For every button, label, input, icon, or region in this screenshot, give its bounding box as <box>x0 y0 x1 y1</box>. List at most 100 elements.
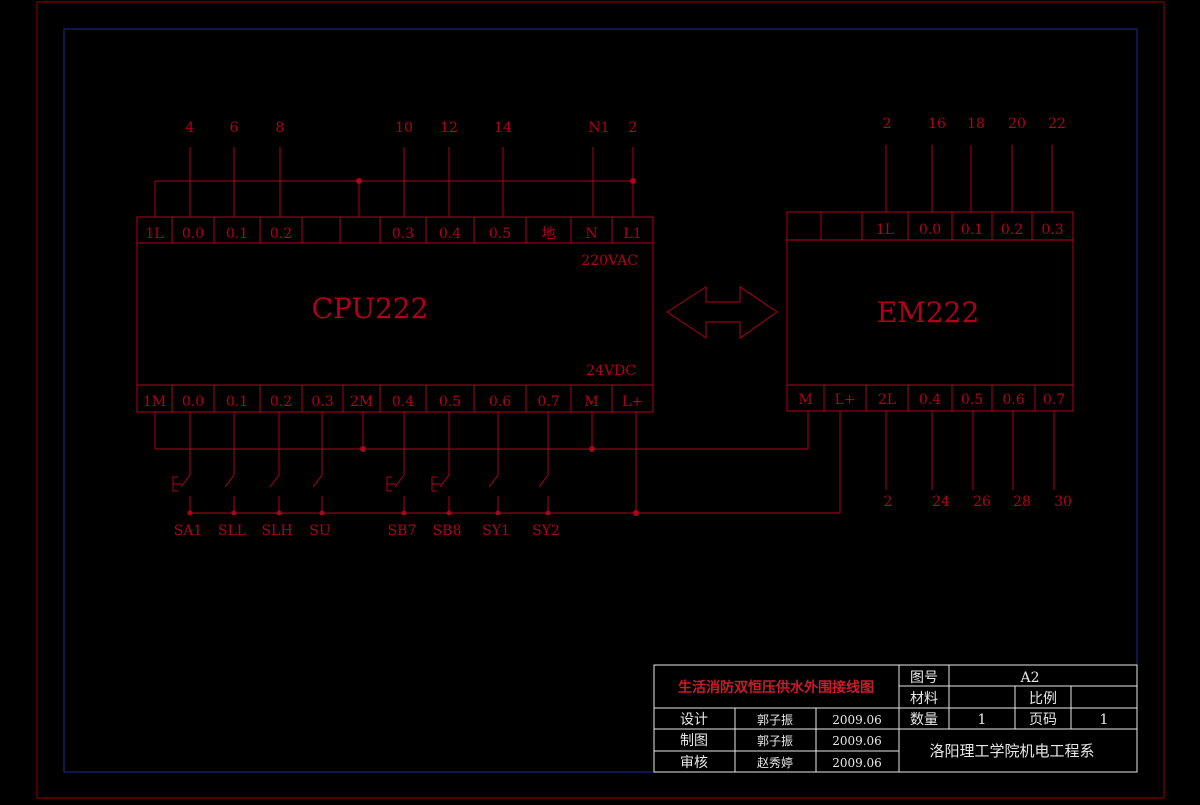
wire-number-label: 30 <box>1054 494 1072 510</box>
quantity-label: 数量 <box>910 712 938 728</box>
em-bottom-terminal-label: 0.4 <box>919 392 941 408</box>
wire-number-label: 26 <box>973 494 991 510</box>
junction-dots <box>356 178 639 516</box>
wire-number-label: 24 <box>932 494 950 510</box>
institution-name: 洛阳理工学院机电工程系 <box>929 742 1094 760</box>
cpu-bottom-terminal-label: 1M <box>143 394 166 410</box>
drawing-no: A2 <box>1019 670 1039 686</box>
cpu-top-terminal-label: 0.0 <box>182 226 204 242</box>
cpu-ac-label: 220VAC <box>581 253 638 269</box>
reviewer-name: 赵秀婷 <box>757 755 793 770</box>
cpu-top-terminal-label: 1L <box>145 226 163 242</box>
em-module-box <box>786 211 1074 412</box>
wire-number-label: 4 <box>186 120 195 136</box>
wire-number-label: 12 <box>440 120 458 136</box>
switch-label: SLH <box>261 523 292 539</box>
cpu-module-name: CPU222 <box>312 292 429 325</box>
em-wires <box>885 145 1055 490</box>
em-bottom-terminal-label: 0.5 <box>961 392 983 408</box>
cpu-top-terminal-label: 0.2 <box>270 226 292 242</box>
cpu-bottom-terminal-label: 0.1 <box>226 394 248 410</box>
review-label: 审核 <box>680 755 708 771</box>
em-top-dividers <box>820 212 1033 240</box>
em-bottom-terminal-label: M <box>798 392 812 408</box>
switch-node <box>231 510 237 516</box>
design-label: 设计 <box>680 712 708 728</box>
wire-number-label: 2 <box>884 494 893 510</box>
junction-dot <box>633 510 639 516</box>
title-block: 生活消防双恒压供水外围接线图 图号 A2 材料 比例 数量 1 页码 1 设计 … <box>653 664 1138 773</box>
switch-label: SB7 <box>388 523 417 539</box>
wire-number-label: 18 <box>967 116 985 132</box>
cpu-dc-label: 24VDC <box>586 363 636 379</box>
drawing-no-label: 图号 <box>910 670 938 686</box>
cpu-bottom-terminal-label: 0.7 <box>537 394 559 410</box>
switch-labels: SA1 SLL SLH SU SB7 SB8 SY1 SY2 <box>174 523 560 539</box>
drafter-name: 郭子振 <box>757 734 793 748</box>
page-label: 页码 <box>1029 712 1057 728</box>
outer-frame <box>36 1 1165 799</box>
switch-label: SY1 <box>482 523 510 539</box>
cpu-bottom-terminal-label: 2M <box>350 394 373 410</box>
switch-label: SY2 <box>532 523 560 539</box>
junction-dot <box>630 178 636 184</box>
switch-label: SLL <box>218 523 246 539</box>
cpu-top-dividers <box>171 217 613 243</box>
switch-label: SU <box>309 523 331 539</box>
cpu-top-wires <box>189 147 634 217</box>
switch-label: SA1 <box>174 523 203 539</box>
switch-node <box>545 510 551 516</box>
wire-number-label: 10 <box>395 120 413 136</box>
junction-dot <box>589 446 595 452</box>
junction-dot <box>356 178 362 184</box>
em-bottom-dividers <box>823 385 1036 411</box>
cpu-bottom-terminal-label: M <box>584 394 598 410</box>
wire-number-label: 8 <box>276 120 285 136</box>
em-bottom-terminal-label: 0.7 <box>1043 392 1065 408</box>
switch-node <box>276 510 282 516</box>
cpu-top-terminal-label: N <box>585 226 597 242</box>
drafting-date: 2009.06 <box>832 734 882 748</box>
switch-label: SB8 <box>433 523 462 539</box>
cpu-bottom-terminal-label: 0.5 <box>439 394 461 410</box>
inner-frame <box>63 28 1138 773</box>
wire-number-label: 16 <box>928 116 946 132</box>
em-bottom-terminal-label: 0.6 <box>1002 392 1024 408</box>
cpu-bottom-terminal-label: 0.4 <box>392 394 414 410</box>
switch-blade <box>394 474 405 488</box>
wire-number-label: 2 <box>883 116 892 132</box>
em-top-terminal-label: 0.3 <box>1041 222 1063 238</box>
cpu-bottom-terminal-label: 0.0 <box>182 394 204 410</box>
switch-group <box>172 412 551 516</box>
switch-blade <box>180 474 191 488</box>
cpu-top-terminal-label: 0.4 <box>439 226 461 242</box>
cpu-bottom-dividers <box>171 385 613 412</box>
drafting-label: 制图 <box>680 733 708 749</box>
switch-node <box>319 510 325 516</box>
cpu-top-terminal-label: 0.1 <box>226 226 248 242</box>
wire-number-label: 6 <box>230 120 239 136</box>
em-top-terminal-label: 0.1 <box>961 222 983 238</box>
drawing-title: 生活消防双恒压供水外围接线图 <box>678 679 874 696</box>
wire-number-label: 20 <box>1008 116 1026 132</box>
wire-number-label: 22 <box>1048 116 1066 132</box>
wire-number-label: 2 <box>629 120 638 136</box>
switch-blade <box>312 474 323 488</box>
em-bottom-terminal-label: 2L <box>878 392 896 408</box>
cpu-top-terminal-label: L1 <box>623 226 641 242</box>
cpu-bottom-terminal-label: 0.2 <box>270 394 292 410</box>
em-top-terminal-label: 1L <box>876 222 894 238</box>
switch-node <box>187 510 193 516</box>
switch-blade <box>439 474 450 488</box>
cpu-bottom-terminal-label: 0.3 <box>311 394 333 410</box>
cpu-top-terminal-label: 地 <box>542 226 556 242</box>
diagram-group <box>136 145 1074 516</box>
cpu-module-box <box>136 216 654 413</box>
designer-name: 郭子振 <box>757 713 793 727</box>
switch-node <box>495 510 501 516</box>
